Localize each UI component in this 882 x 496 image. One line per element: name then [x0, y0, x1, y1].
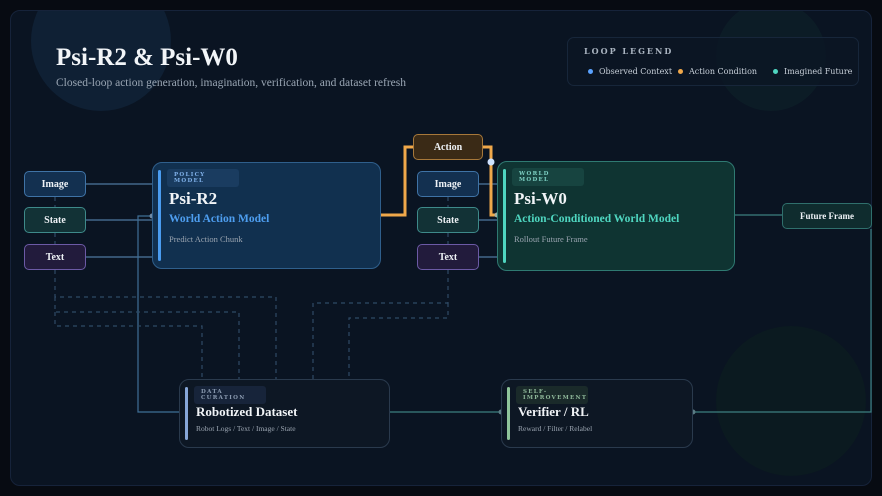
legend-label: Observed Context — [599, 67, 673, 76]
card-accent-bar — [158, 170, 161, 261]
dashed-link — [348, 303, 449, 379]
verifier-card[interactable]: SELF-IMPROVEMENT Verifier / RL Reward / … — [501, 379, 693, 448]
card-tag: WORLD MODEL — [512, 168, 584, 186]
card-desc: Robot Logs / Text / Image / State — [196, 424, 296, 433]
input-state[interactable]: State — [24, 207, 86, 233]
card-tag: POLICY MODEL — [167, 169, 239, 187]
card-desc: Predict Action Chunk — [169, 234, 243, 244]
dashed-link — [54, 270, 277, 379]
dashed-link — [54, 297, 240, 379]
card-tag: SELF-IMPROVEMENT — [516, 386, 588, 404]
world-input-text[interactable]: Text — [417, 244, 479, 270]
dataset-to-policy — [137, 215, 179, 413]
legend-label: Imagined Future — [784, 67, 853, 76]
card-title: Psi-R2 — [169, 189, 218, 208]
card-subtitle: World Action Model — [169, 213, 270, 225]
legend-item: Observed Context — [588, 67, 672, 76]
teal-dot-icon — [773, 69, 778, 74]
input-connector — [86, 183, 152, 258]
card-accent-bar — [507, 387, 510, 440]
dashed-link — [312, 270, 449, 379]
card-title: Robotized Dataset — [196, 404, 298, 419]
card-desc: Rollout Future Frame — [514, 234, 588, 244]
card-accent-bar — [503, 169, 506, 263]
legend-label: Action Condition — [689, 67, 758, 76]
page-subtitle: Closed-loop action generation, imaginati… — [56, 77, 406, 89]
action-node[interactable]: Action — [413, 134, 483, 160]
card-title: Verifier / RL — [518, 404, 589, 419]
orange-dot-icon — [678, 69, 683, 74]
dataset-card[interactable]: DATA CURATION Robotized Dataset Robot Lo… — [179, 379, 390, 448]
loop-legend: LOOP LEGEND Observed Context Action Cond… — [567, 37, 859, 86]
future-frame-node[interactable]: Future Frame — [782, 203, 872, 229]
blue-dot-icon — [588, 69, 593, 74]
legend-title: LOOP LEGEND — [584, 46, 674, 56]
card-subtitle: Action-Conditioned World Model — [514, 213, 680, 225]
input-text[interactable]: Text — [24, 244, 86, 270]
world-model-card[interactable]: WORLD MODEL Psi-W0 Action-Conditioned Wo… — [497, 161, 735, 271]
policy-model-card[interactable]: POLICY MODEL Psi-R2 World Action Model P… — [152, 162, 381, 269]
legend-item: Imagined Future — [773, 67, 852, 76]
future-to-verifier — [693, 229, 872, 413]
card-tag: DATA CURATION — [194, 386, 266, 404]
input-connector — [479, 183, 497, 258]
bg-glow — [716, 326, 866, 476]
card-accent-bar — [185, 387, 188, 440]
card-title: Psi-W0 — [514, 189, 567, 208]
world-input-image[interactable]: Image — [417, 171, 479, 197]
junction-dot — [487, 158, 495, 166]
dashed-link — [54, 312, 203, 379]
dashed-links — [54, 197, 449, 379]
world-input-state[interactable]: State — [417, 207, 479, 233]
page-title: Psi-R2 & Psi-W0 — [56, 44, 238, 71]
action-path — [381, 145, 497, 217]
card-desc: Reward / Filter / Relabel — [518, 424, 593, 433]
legend-item: Action Condition — [678, 67, 757, 76]
input-image[interactable]: Image — [24, 171, 86, 197]
